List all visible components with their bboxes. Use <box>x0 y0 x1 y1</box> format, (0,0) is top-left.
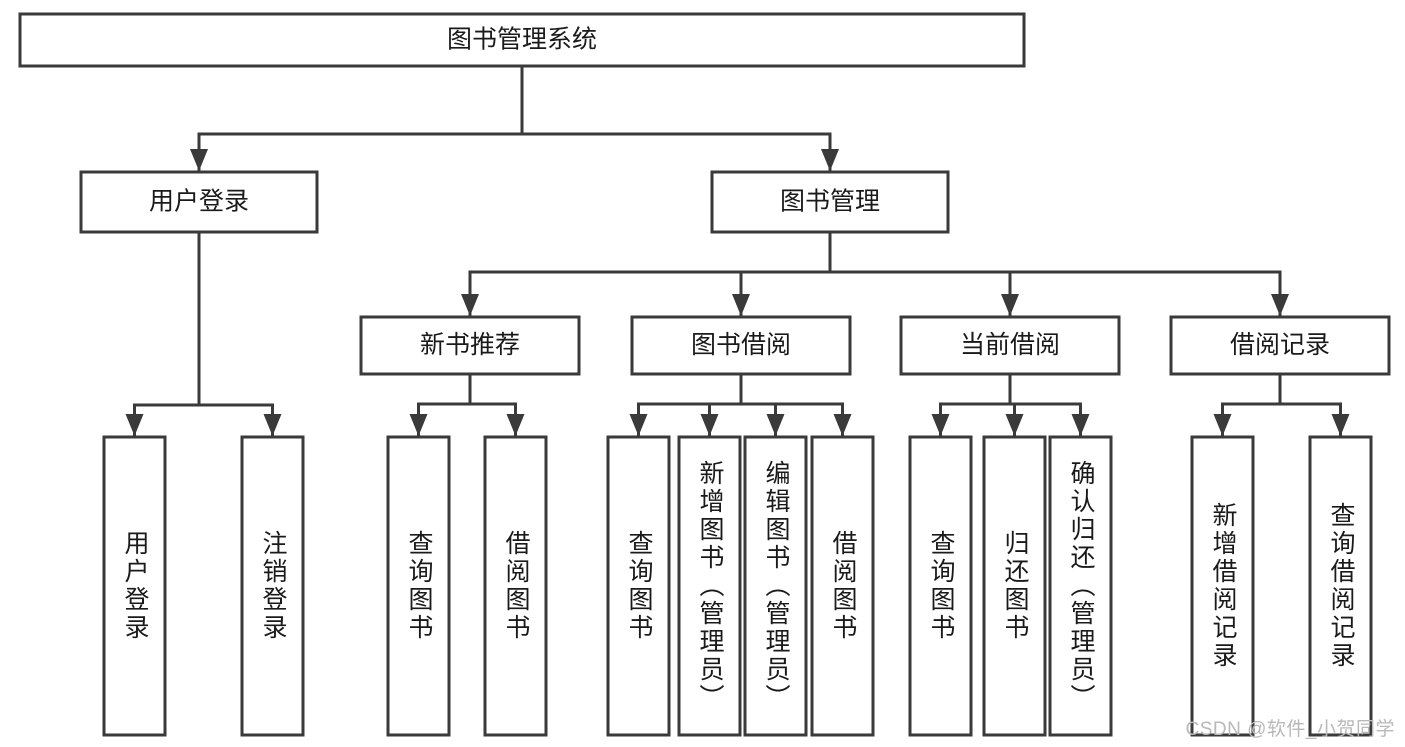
node-rect-leaf-query-book-2 <box>606 435 671 737</box>
node-box-root[interactable]: 图书管理系统 <box>18 12 1026 68</box>
node-box-leaf-return-book[interactable] <box>982 435 1047 737</box>
node-rect-leaf-user-login <box>102 435 167 737</box>
node-label-new-book-rec: 新书推荐 <box>420 331 520 359</box>
node-box-book-borrow[interactable]: 图书借阅 <box>630 315 852 376</box>
node-label-root: 图书管理系统 <box>447 26 597 54</box>
node-rect-leaf-borrow-book-2 <box>810 435 875 737</box>
node-box-leaf-query-record[interactable] <box>1308 435 1373 737</box>
watermark: CSDN @软件_小贺同学 <box>1185 719 1395 740</box>
arrow-head-icon <box>1271 294 1289 316</box>
node-box-leaf-add-book[interactable] <box>677 435 742 737</box>
node-box-leaf-borrow-book-1[interactable] <box>483 435 548 737</box>
node-label-borrow-record: 借阅记录 <box>1230 331 1330 359</box>
node-box-user-login[interactable]: 用户登录 <box>79 170 319 234</box>
node-box-leaf-add-record[interactable] <box>1190 435 1255 737</box>
node-rect-current-borrow <box>899 315 1121 376</box>
arrow-head-icon <box>506 414 525 436</box>
node-box-leaf-user-login[interactable] <box>102 435 167 737</box>
node-rect-root <box>18 12 1026 68</box>
arrow-head-icon <box>1213 414 1232 436</box>
node-box-new-book-rec[interactable]: 新书推荐 <box>359 315 581 376</box>
node-rect-borrow-record <box>1169 315 1391 376</box>
arrow-head-icon <box>1005 414 1024 436</box>
node-box-leaf-query-book-1[interactable] <box>386 435 451 737</box>
node-rect-leaf-add-record <box>1190 435 1255 737</box>
node-box-leaf-logout[interactable] <box>240 435 305 737</box>
arrow-head-icon <box>409 414 428 436</box>
arrow-head-icon <box>263 414 282 436</box>
node-rect-book-manage <box>710 170 950 234</box>
node-box-leaf-borrow-book-2[interactable] <box>810 435 875 737</box>
arrow-head-icon <box>821 149 839 171</box>
node-label-book-borrow: 图书借阅 <box>691 331 791 359</box>
node-box-leaf-edit-book[interactable] <box>743 435 808 737</box>
arrow-head-icon <box>125 414 144 436</box>
arrow-head-icon <box>629 414 648 436</box>
arrow-head-icon <box>931 414 950 436</box>
node-rect-new-book-rec <box>359 315 581 376</box>
arrow-head-icon <box>1071 414 1090 436</box>
arrow-head-icon <box>766 414 785 436</box>
arrow-head-icon <box>1001 294 1019 316</box>
node-rect-user-login <box>79 170 319 234</box>
node-box-leaf-query-book-2[interactable] <box>606 435 671 737</box>
node-rect-leaf-borrow-book-1 <box>483 435 548 737</box>
arrow-head-icon <box>732 294 750 316</box>
connectors-layer <box>125 64 1350 438</box>
node-rect-leaf-return-book <box>982 435 1047 737</box>
node-box-leaf-confirm-return[interactable] <box>1048 435 1113 737</box>
node-rect-leaf-query-book-3 <box>908 435 973 737</box>
node-label-user-login: 用户登录 <box>149 188 249 216</box>
arrow-head-icon <box>1331 414 1350 436</box>
node-rect-leaf-logout <box>240 435 305 737</box>
node-rect-leaf-query-record <box>1308 435 1373 737</box>
node-rect-leaf-edit-book <box>743 435 808 737</box>
node-rect-leaf-confirm-return <box>1048 435 1113 737</box>
node-box-current-borrow[interactable]: 当前借阅 <box>899 315 1121 376</box>
node-label-current-borrow: 当前借阅 <box>960 331 1060 359</box>
arrow-head-icon <box>190 149 208 171</box>
node-rect-leaf-add-book <box>677 435 742 737</box>
arrow-head-icon <box>833 414 852 436</box>
node-label-book-manage: 图书管理 <box>780 188 880 216</box>
arrow-head-icon <box>461 294 479 316</box>
node-rect-book-borrow <box>630 315 852 376</box>
node-box-leaf-query-book-3[interactable] <box>908 435 973 737</box>
node-rect-leaf-query-book-1 <box>386 435 451 737</box>
arrow-head-icon <box>700 414 719 436</box>
node-box-book-manage[interactable]: 图书管理 <box>710 170 950 234</box>
node-box-borrow-record[interactable]: 借阅记录 <box>1169 315 1391 376</box>
